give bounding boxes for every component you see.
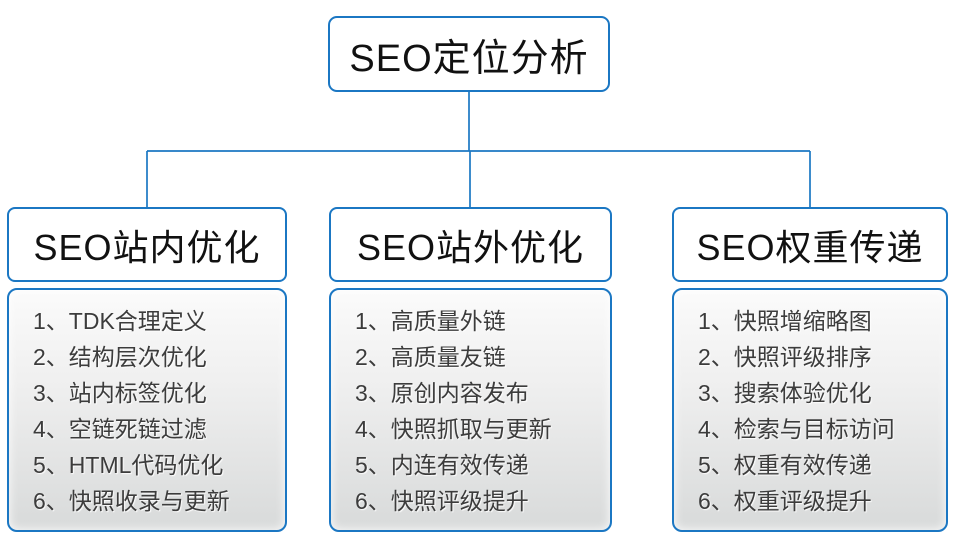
list-item: 1、TDK合理定义 bbox=[33, 308, 207, 334]
list-item: 3、站内标签优化 bbox=[33, 380, 207, 406]
branch-onsite: SEO站内优化 1、TDK合理定义 2、结构层次优化 3、站内标签优化 4、空链… bbox=[7, 207, 287, 532]
list-item: 3、原创内容发布 bbox=[355, 380, 529, 406]
branch-onsite-title: SEO站内优化 bbox=[33, 226, 261, 268]
list-item: 4、检索与目标访问 bbox=[698, 416, 895, 442]
branch-offsite-header: SEO站外优化 bbox=[329, 207, 612, 282]
list-item: 4、快照抓取与更新 bbox=[355, 416, 552, 442]
list-item: 1、高质量外链 bbox=[355, 308, 506, 334]
root-box: SEO定位分析 bbox=[328, 16, 610, 92]
branch-weight-list: 1、快照增缩略图 2、快照评级排序 3、搜索体验优化 4、检索与目标访问 5、权… bbox=[672, 288, 948, 532]
list-item: 5、HTML代码优化 bbox=[33, 452, 224, 478]
root-title: SEO定位分析 bbox=[349, 37, 589, 80]
list-item: 1、快照增缩略图 bbox=[698, 308, 872, 334]
list-item: 4、空链死链过滤 bbox=[33, 416, 207, 442]
list-item: 6、快照评级提升 bbox=[355, 488, 529, 514]
branch-weight-title: SEO权重传递 bbox=[696, 226, 924, 268]
branch-weight: SEO权重传递 1、快照增缩略图 2、快照评级排序 3、搜索体验优化 4、检索与… bbox=[672, 207, 948, 532]
branch-offsite: SEO站外优化 1、高质量外链 2、高质量友链 3、原创内容发布 4、快照抓取与… bbox=[329, 207, 612, 532]
branch-weight-header: SEO权重传递 bbox=[672, 207, 948, 282]
branch-offsite-list: 1、高质量外链 2、高质量友链 3、原创内容发布 4、快照抓取与更新 5、内连有… bbox=[329, 288, 612, 532]
list-item: 3、搜索体验优化 bbox=[698, 380, 872, 406]
list-item: 5、权重有效传递 bbox=[698, 452, 872, 478]
list-item: 2、高质量友链 bbox=[355, 344, 506, 370]
branch-offsite-title: SEO站外优化 bbox=[356, 226, 585, 268]
list-item: 6、快照收录与更新 bbox=[33, 488, 230, 514]
list-item: 6、权重评级提升 bbox=[698, 488, 872, 514]
list-item: 5、内连有效传递 bbox=[355, 452, 529, 478]
list-item: 2、快照评级排序 bbox=[698, 344, 872, 370]
list-item: 2、结构层次优化 bbox=[33, 344, 207, 370]
branch-onsite-list: 1、TDK合理定义 2、结构层次优化 3、站内标签优化 4、空链死链过滤 5、H… bbox=[7, 288, 287, 532]
branch-onsite-header: SEO站内优化 bbox=[7, 207, 287, 282]
